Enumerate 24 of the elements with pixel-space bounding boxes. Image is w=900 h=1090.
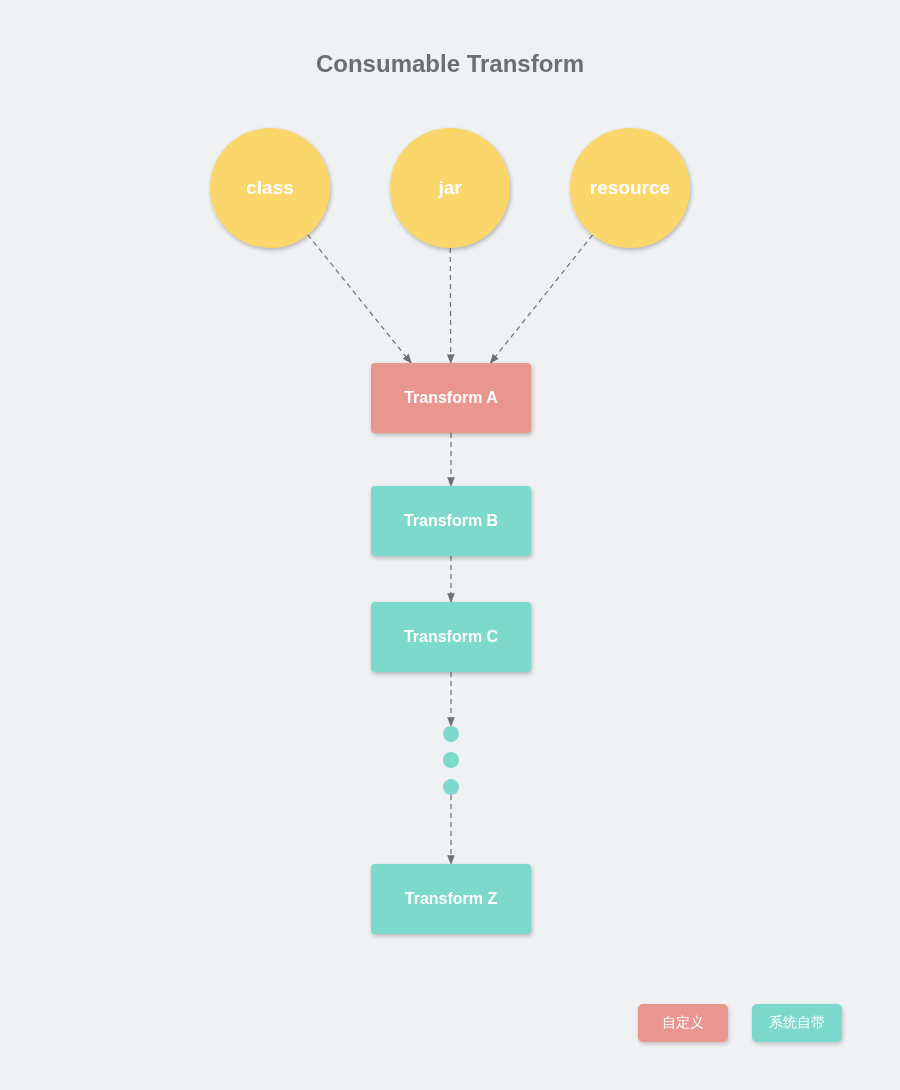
dot [443,779,459,795]
process-box [371,363,531,433]
arrow [489,234,594,364]
arrow [446,247,455,364]
diagram-title: Consumable Transform [314,50,586,78]
arrow [307,234,412,364]
legend-label: 自定义 [662,1014,704,1032]
arrow [447,432,455,487]
node-label: Transform A [404,389,498,407]
process-box [371,864,531,934]
arrow [447,671,455,727]
node-label: Transform C [403,628,499,646]
dot [443,752,459,768]
process-box [371,486,531,556]
node-label: jar [438,177,462,199]
legend-label: 系统自带 [769,1014,825,1032]
node-label: class [246,177,294,199]
node-label: resource [589,177,671,199]
arrow [447,794,455,865]
dot [443,726,459,742]
process-box [371,602,531,672]
node-label: Transform Z [404,890,498,908]
node-label: Transform B [403,512,499,530]
arrow [447,555,455,603]
